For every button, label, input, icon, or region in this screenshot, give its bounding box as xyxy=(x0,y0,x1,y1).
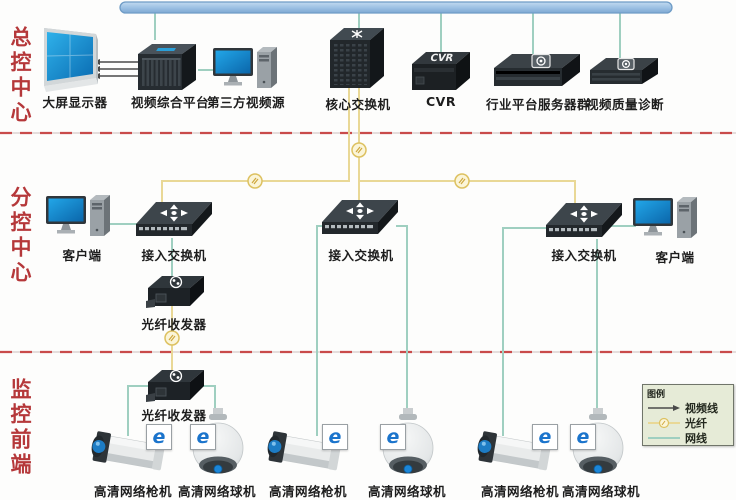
fiber-transceiver-lower-label: 光纤收发器 xyxy=(141,408,207,423)
ie-logo-badge: e xyxy=(380,424,406,450)
bullet-camera-2-label: 高清网络枪机 xyxy=(268,484,348,499)
device-cvr: CVR xyxy=(410,46,472,94)
access-switch-right-label: 接入交换机 xyxy=(551,248,617,263)
cvr-top-text: CVR xyxy=(429,53,455,64)
device-dome-camera-1: e xyxy=(182,408,254,480)
dome-camera-2-label: 高清网络球机 xyxy=(367,484,447,499)
device-access-switch-left xyxy=(134,198,214,246)
device-dome-camera-3: e xyxy=(562,408,634,480)
device-quality-diagnosis xyxy=(588,50,660,88)
ie-logo-badge: e xyxy=(146,424,172,450)
access-switch-mid-label: 接入交换机 xyxy=(328,248,394,263)
device-bullet-camera-2: e xyxy=(266,424,352,480)
transceiver-icon xyxy=(169,369,183,383)
legend-item-network: 网线 xyxy=(647,430,729,445)
section-label-main-control: 总控中心 xyxy=(8,26,32,126)
diagnosis-icon xyxy=(617,57,635,71)
device-bullet-camera-3: e xyxy=(476,424,562,480)
backbone-bus xyxy=(119,1,673,14)
legend-video-label: 视频线 xyxy=(685,401,718,415)
ie-logo-badge: e xyxy=(322,424,348,450)
ie-logo-badge: e xyxy=(570,424,596,450)
access-switch-left-label: 接入交换机 xyxy=(141,248,207,263)
section-label-front-end: 监控前端 xyxy=(8,378,32,478)
device-dome-camera-2: e xyxy=(372,408,444,480)
legend-fiber-label: 光纤 xyxy=(685,416,707,430)
section-label-sub-control: 分控中心 xyxy=(8,186,32,286)
device-access-switch-right xyxy=(544,199,624,247)
video-line-swatch xyxy=(648,404,680,411)
bullet-camera-3-label: 高清网络枪机 xyxy=(480,484,560,499)
client-left-label: 客户端 xyxy=(62,248,102,263)
fiber-connector-icons xyxy=(164,142,470,346)
switch-arrows-icon xyxy=(160,204,188,222)
switch-arrows-icon xyxy=(570,205,598,223)
dome-camera-3-label: 高清网络球机 xyxy=(561,484,641,499)
dome-camera-1-label: 高清网络球机 xyxy=(177,484,257,499)
fiber-transceiver-upper-label: 光纤收发器 xyxy=(141,317,207,332)
section-divider-lines xyxy=(0,131,736,354)
display-wall-label: 大屏显示器 xyxy=(42,95,108,110)
ie-logo-badge: e xyxy=(532,424,558,450)
legend-network-label: 网线 xyxy=(685,431,707,445)
legend-title: 图例 xyxy=(647,390,666,400)
ie-logo-badge: e xyxy=(190,424,216,450)
core-switch-label: 核心交换机 xyxy=(325,97,391,112)
device-client-left xyxy=(46,190,114,244)
network-line-swatch xyxy=(648,436,680,439)
quality-diagnosis-label: 视频质量诊断 xyxy=(585,97,665,112)
legend-item-video: 视频线 xyxy=(647,400,729,415)
device-video-platform xyxy=(136,36,202,94)
device-fiber-transceiver-lower xyxy=(146,368,206,406)
device-server-cluster xyxy=(492,46,582,90)
server-icon xyxy=(531,53,551,69)
server-cluster-label: 行业平台服务器群 xyxy=(485,97,591,112)
device-access-switch-middle xyxy=(320,196,400,244)
cvr-label: CVR xyxy=(426,94,456,109)
device-bullet-camera-1: e xyxy=(90,424,176,480)
switch-star-icon xyxy=(351,30,363,38)
video-platform-label: 视频综合平台 xyxy=(130,95,210,110)
device-third-party-source xyxy=(213,42,281,96)
fiber-line-swatch xyxy=(648,417,680,428)
device-fiber-transceiver-upper xyxy=(146,274,206,312)
client-right-label: 客户端 xyxy=(655,250,695,265)
device-display-wall xyxy=(40,24,106,98)
legend: 图例 视频线 光纤 网线 xyxy=(642,384,734,446)
third-party-label: 第三方视频源 xyxy=(206,95,286,110)
switch-arrows-icon xyxy=(346,202,374,220)
legend-item-fiber: 光纤 xyxy=(647,415,729,430)
device-client-right xyxy=(633,192,701,246)
transceiver-icon xyxy=(169,275,183,289)
bullet-camera-1-label: 高清网络枪机 xyxy=(93,484,173,499)
device-core-switch xyxy=(328,24,388,94)
